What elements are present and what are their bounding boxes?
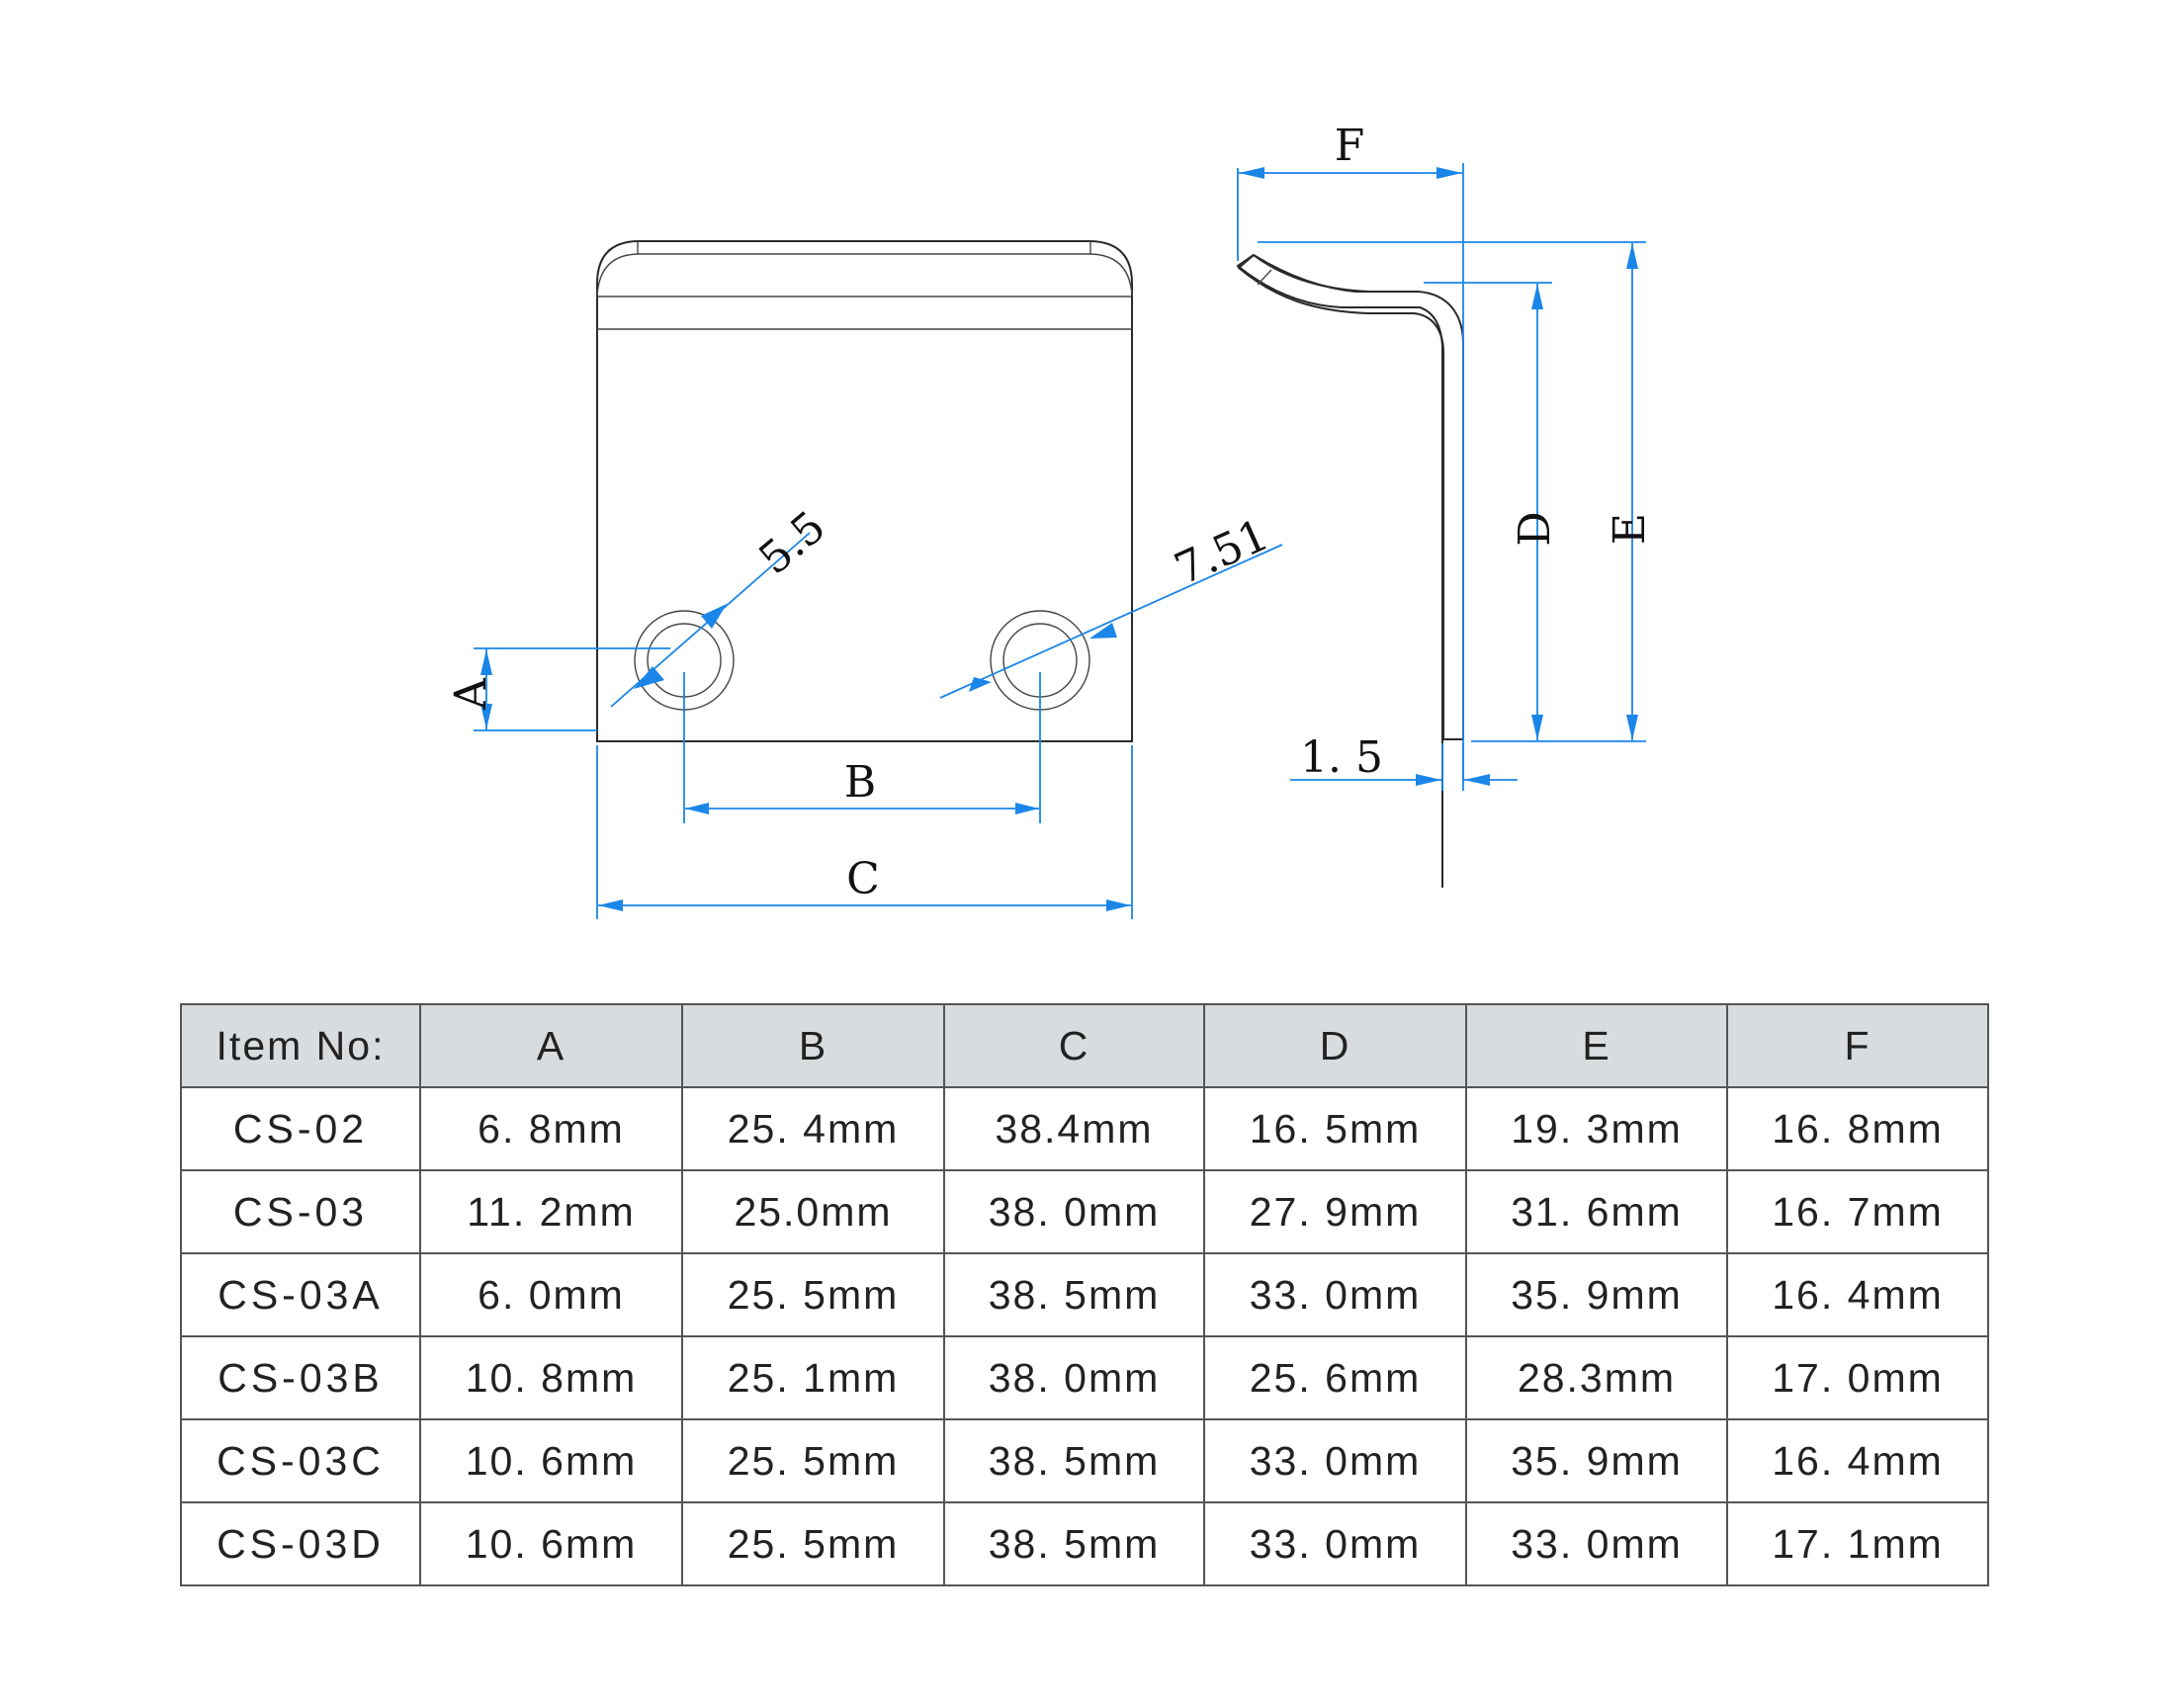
dim-thickness-arrow-left	[1416, 774, 1441, 786]
dim-5-5-arrow-top	[701, 604, 727, 629]
cell-f: 17. 0mm	[1726, 1335, 1989, 1420]
cell-f: 16. 4mm	[1726, 1418, 1989, 1503]
cell-a: 11. 2mm	[419, 1169, 683, 1254]
cell-a: 10. 6mm	[419, 1418, 683, 1503]
side-view-profile	[1236, 254, 1443, 888]
dim-b-label: B	[844, 757, 876, 808]
header-c: C	[943, 1003, 1205, 1088]
cell-d: 33. 0mm	[1203, 1501, 1467, 1586]
cell-e: 31. 6mm	[1465, 1169, 1728, 1254]
dim-c-arrow-left	[598, 899, 623, 911]
dim-a-arrow-bottom	[480, 704, 492, 729]
side-view: F E D 1. 5	[1236, 121, 1655, 888]
dim-5-5-arrow-bottom	[634, 666, 664, 689]
tab-tip-line	[1257, 269, 1272, 286]
cell-d: 27. 9mm	[1203, 1169, 1467, 1254]
dim-c-arrow-right	[1106, 899, 1131, 911]
dim-d-label: D	[1510, 511, 1560, 546]
cell-c: 38.4mm	[943, 1086, 1205, 1171]
header-d: D	[1203, 1003, 1467, 1088]
dim-a-arrow-top	[480, 649, 492, 675]
cell-item-no: CS-03A	[180, 1252, 421, 1337]
cell-item-no: CS-03C	[180, 1418, 421, 1503]
table-header-row: Item No: A B C D E F	[180, 1003, 1989, 1088]
cell-a: 10. 8mm	[419, 1335, 683, 1420]
dim-7-51-leader	[939, 544, 1283, 699]
cell-b: 25. 5mm	[681, 1418, 945, 1503]
cell-c: 38. 0mm	[943, 1169, 1205, 1254]
dim-b-arrow-right	[1015, 803, 1039, 814]
cell-e: 19. 3mm	[1465, 1086, 1728, 1171]
dim-f-arrow-left	[1239, 167, 1264, 179]
dim-c-label: C	[846, 854, 880, 904]
cell-f: 17. 1mm	[1726, 1501, 1989, 1586]
cell-e: 28.3mm	[1465, 1335, 1728, 1420]
dim-5-5-label: 5.5	[749, 501, 834, 584]
cell-f: 16. 8mm	[1726, 1086, 1989, 1171]
cell-f: 16. 7mm	[1726, 1169, 1989, 1254]
header-b: B	[681, 1003, 945, 1088]
dim-b-arrow-left	[685, 803, 709, 814]
header-e: E	[1465, 1003, 1728, 1088]
cell-e: 35. 9mm	[1465, 1418, 1728, 1503]
header-a: A	[419, 1003, 683, 1088]
cell-e: 33. 0mm	[1465, 1501, 1728, 1586]
dim-7-51-label: 7.51	[1168, 510, 1276, 595]
cell-e: 35. 9mm	[1465, 1252, 1728, 1337]
dim-d-arrow-bottom	[1531, 715, 1543, 740]
cell-d: 33. 0mm	[1203, 1418, 1467, 1503]
front-view-outline	[596, 240, 1133, 742]
technical-drawing: 5.5 7.51 A B C	[446, 121, 1655, 919]
front-view: 5.5 7.51 A B C	[446, 240, 1283, 919]
dim-thickness-arrow-right	[1464, 774, 1490, 786]
cell-f: 16. 4mm	[1726, 1252, 1989, 1337]
cell-item-no: CS-02	[180, 1086, 421, 1171]
cell-item-no: CS-03	[180, 1169, 421, 1254]
cell-d: 25. 6mm	[1203, 1335, 1467, 1420]
cell-item-no: CS-03B	[180, 1335, 421, 1420]
header-f: F	[1726, 1003, 1989, 1088]
cell-b: 25.0mm	[681, 1169, 945, 1254]
cell-b: 25. 5mm	[681, 1252, 945, 1337]
cell-d: 16. 5mm	[1203, 1086, 1467, 1171]
cell-b: 25. 1mm	[681, 1335, 945, 1420]
cell-b: 25. 4mm	[681, 1086, 945, 1171]
cell-a: 6. 8mm	[419, 1086, 683, 1171]
cell-c: 38. 5mm	[943, 1252, 1205, 1337]
side-view-flange	[1237, 253, 1464, 740]
dim-f-label: F	[1335, 121, 1365, 171]
dim-e-arrow-top	[1626, 243, 1638, 269]
cell-b: 25. 5mm	[681, 1501, 945, 1586]
cell-c: 38. 0mm	[943, 1335, 1205, 1420]
dim-7-51-arrow-bottom	[969, 677, 992, 692]
cell-c: 38. 5mm	[943, 1501, 1205, 1586]
cell-a: 10. 6mm	[419, 1501, 683, 1586]
cell-a: 6. 0mm	[419, 1252, 683, 1337]
dim-7-51-arrow-top	[1089, 623, 1117, 639]
dim-a-label: A	[446, 677, 496, 711]
cell-c: 38. 5mm	[943, 1418, 1205, 1503]
front-view-lip-edge	[596, 253, 1133, 298]
header-item-no: Item No:	[180, 1003, 421, 1088]
dim-d-arrow-top	[1531, 284, 1543, 309]
dim-e-arrow-bottom	[1626, 715, 1638, 740]
dim-thickness-label: 1. 5	[1300, 732, 1383, 783]
dim-f-arrow-right	[1436, 167, 1462, 179]
cell-item-no: CS-03D	[180, 1501, 421, 1586]
dim-e-label: E	[1605, 513, 1655, 545]
cell-d: 33. 0mm	[1203, 1252, 1467, 1337]
